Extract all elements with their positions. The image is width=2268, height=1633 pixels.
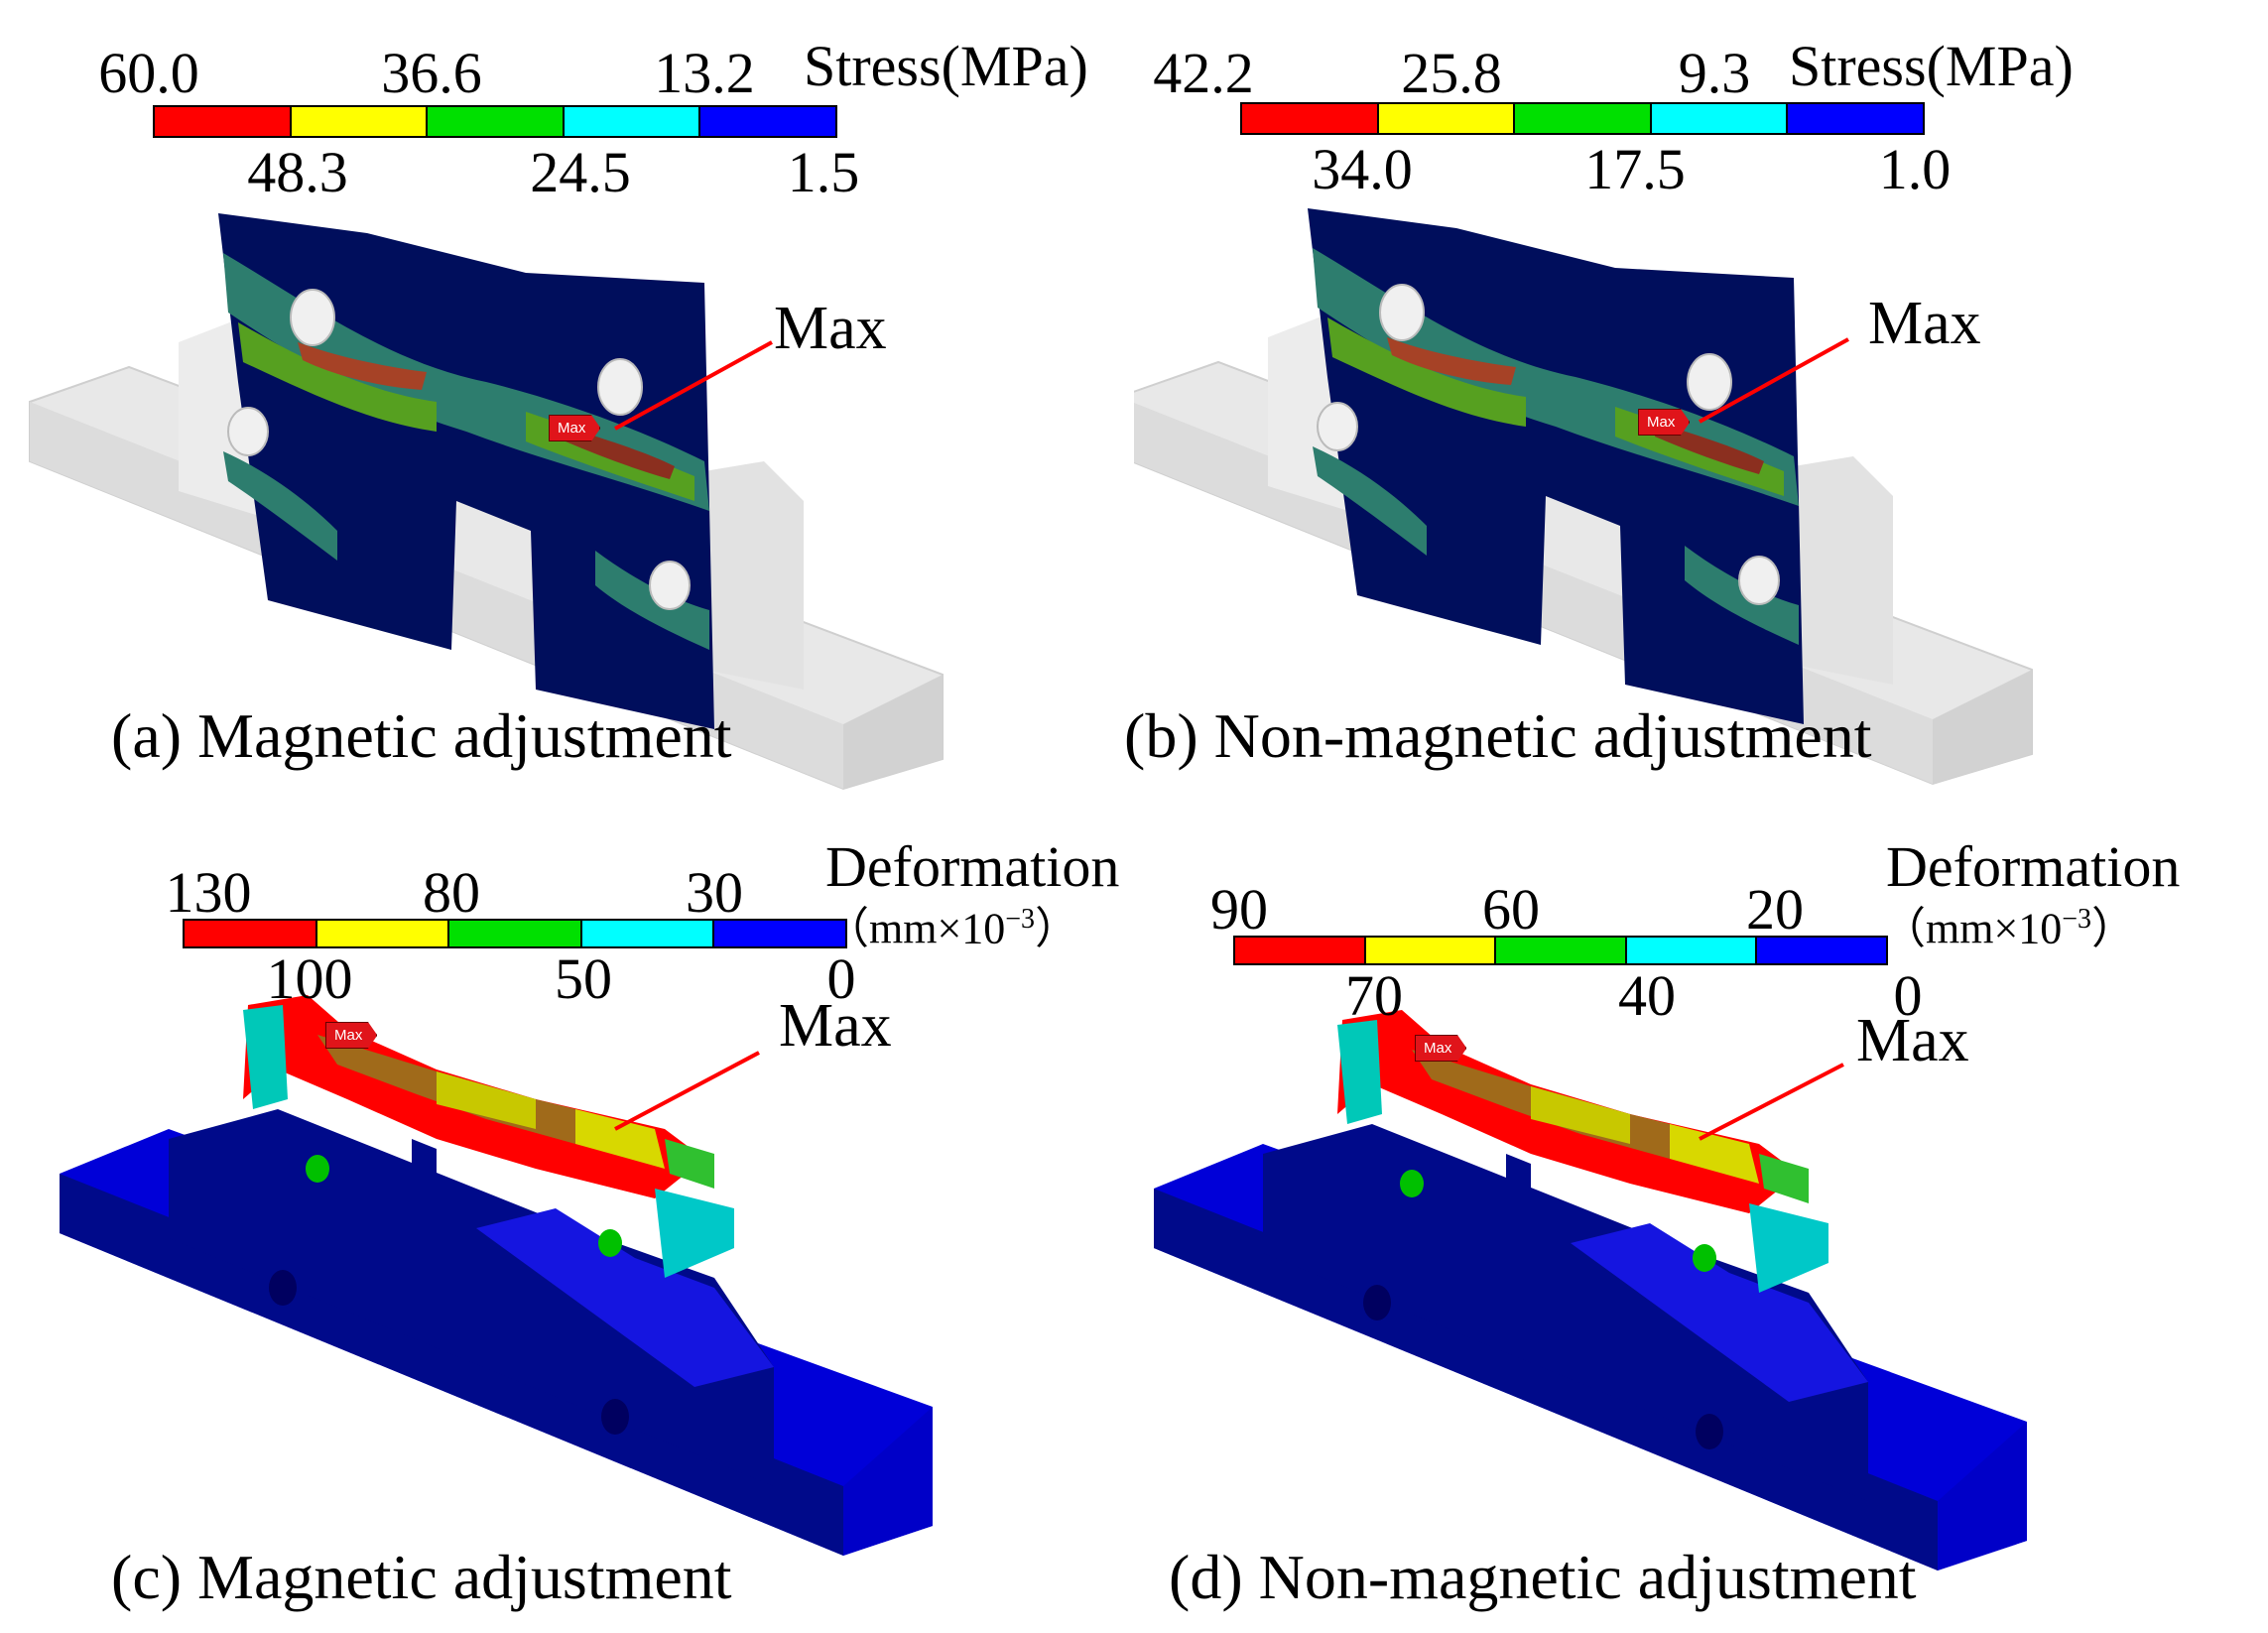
legend-tick: 34.0	[1312, 137, 1413, 201]
legend-tick: 50	[555, 946, 612, 1011]
deformation-legend: 90 60 20 Deformation （mm×10−3） 70 40 0	[1114, 838, 2180, 1028]
legend-colorbar	[1233, 936, 1888, 965]
legend-tick: 100	[266, 946, 353, 1011]
legend-colorbar	[153, 105, 837, 138]
legend-tick: 42.2	[1153, 41, 1254, 105]
max-marker-tag: Max	[325, 1022, 378, 1049]
deformation-model-nonmagnetic	[1154, 1010, 2027, 1570]
deformation-model-magnetic	[60, 995, 933, 1556]
max-label: Max	[774, 295, 887, 362]
legend-colorbar	[183, 919, 847, 948]
legend-unit: （mm×10−3）	[825, 904, 1079, 953]
stress-legend: 60.0 36.6 13.2 Stress(MPa) 48.3 24.5 1.5	[98, 30, 1141, 204]
max-marker-tag: Max	[1415, 1035, 1467, 1062]
legend-tick: 20	[1746, 877, 1804, 942]
caption-a: (a) Magnetic adjustment	[111, 700, 732, 771]
caption-b: (b) Non-magnetic adjustment	[1124, 700, 1872, 771]
panel-c: 130 80 30 Deformation （mm×10−3） 100 50 0…	[0, 816, 1134, 1633]
legend-tick: 9.3	[1678, 41, 1751, 105]
max-label: Max	[1856, 1007, 1969, 1074]
legend-title: Stress(MPa)	[1789, 34, 2074, 98]
max-marker-tag: Max	[549, 415, 601, 441]
panel-a: 60.0 36.6 13.2 Stress(MPa) 48.3 24.5 1.5…	[0, 0, 1134, 816]
legend-tick: 0	[1893, 963, 1923, 1028]
panel-b: 42.2 25.8 9.3 Stress(MPa) 34.0 17.5 1.0 …	[1124, 0, 2268, 816]
max-pointer-line	[614, 340, 773, 431]
legend-tick: 48.3	[247, 140, 348, 204]
legend-tick: 1.5	[787, 140, 860, 204]
legend-tick: 130	[165, 860, 252, 925]
max-pointer-line	[1699, 337, 1849, 424]
caption-d: (d) Non-magnetic adjustment	[1169, 1542, 1917, 1612]
legend-colorbar	[1240, 102, 1925, 135]
legend-tick: 30	[686, 860, 743, 925]
legend-tick: 70	[1345, 963, 1403, 1028]
legend-tick: 36.6	[381, 41, 482, 105]
caption-c: (c) Magnetic adjustment	[111, 1542, 732, 1612]
legend-unit: （mm×10−3）	[1882, 904, 2136, 953]
legend-tick: 24.5	[530, 140, 631, 204]
legend-tick: 80	[423, 860, 480, 925]
legend-tick: 0	[826, 946, 856, 1011]
stress-model-magnetic	[29, 212, 944, 790]
legend-tick: 17.5	[1584, 137, 1686, 201]
max-marker-tag: Max	[1638, 409, 1691, 436]
legend-tick: 40	[1618, 963, 1676, 1028]
stress-legend: 42.2 25.8 9.3 Stress(MPa) 34.0 17.5 1.0	[1094, 30, 2086, 198]
legend-title: Deformation	[825, 834, 1120, 899]
legend-title: Deformation	[1886, 834, 2181, 899]
legend-tick: 1.0	[1878, 137, 1952, 201]
legend-title: Stress(MPa)	[804, 34, 1088, 98]
legend-tick: 60.0	[98, 41, 199, 105]
stress-model-nonmagnetic	[1134, 207, 2033, 785]
legend-tick: 13.2	[654, 41, 755, 105]
legend-tick: 60	[1482, 877, 1540, 942]
max-pointer-line	[1699, 1063, 1844, 1141]
panel-d: 90 60 20 Deformation （mm×10−3） 70 40 0 M…	[1134, 816, 2268, 1633]
deformation-legend: 130 80 30 Deformation （mm×10−3） 100 50 0	[119, 834, 1131, 1011]
max-label: Max	[1868, 290, 1981, 357]
max-label: Max	[779, 992, 892, 1060]
max-pointer-line	[614, 1051, 760, 1131]
legend-tick: 90	[1210, 877, 1268, 942]
legend-tick: 25.8	[1401, 41, 1502, 105]
